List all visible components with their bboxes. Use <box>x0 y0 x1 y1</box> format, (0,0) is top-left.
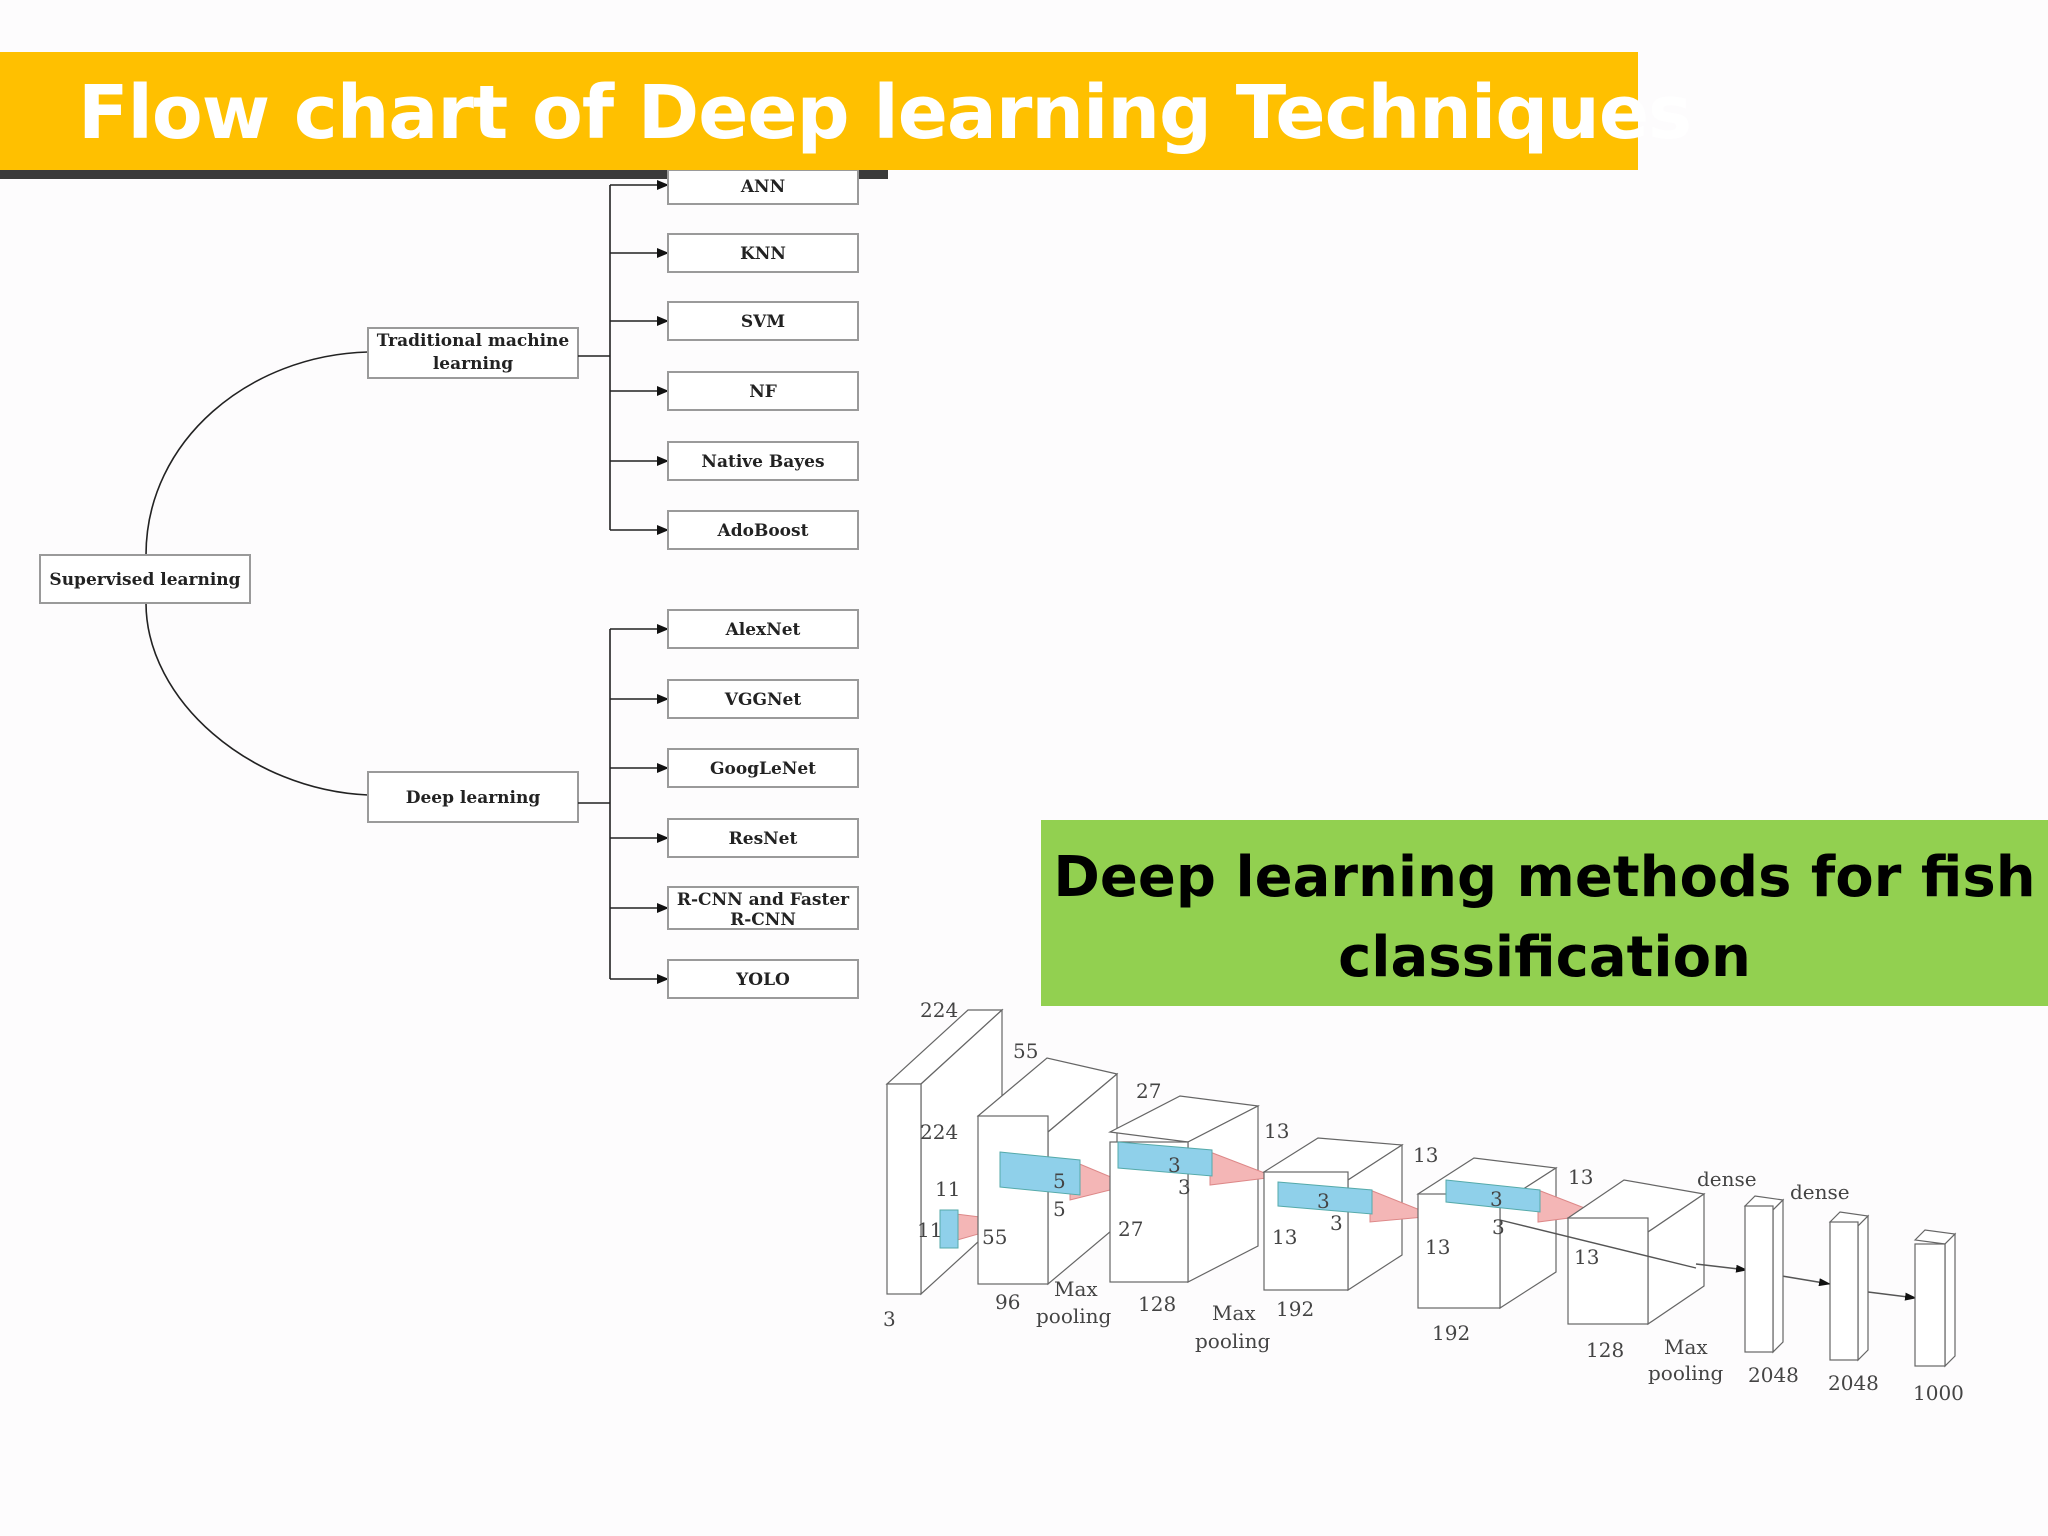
l4-a-label: 13 <box>1413 1143 1438 1167</box>
flowchart: Supervised learning Traditional machine … <box>39 170 859 999</box>
node-alexnet-label: AlexNet <box>725 620 801 640</box>
node-adoboost-label: AdoBoost <box>717 521 809 541</box>
input-height-label: 224 <box>920 998 958 1022</box>
dense1-label: dense <box>1697 1167 1757 1191</box>
branch-adoboost: AdoBoost <box>610 510 859 550</box>
l3-c-label: 192 <box>1276 1297 1314 1321</box>
node-traditional-ml-label-line2: learning <box>433 354 513 374</box>
node-nf-label: NF <box>749 382 777 402</box>
arrow-to-output <box>1867 1291 1917 1301</box>
branch-vggnet: VGGNet <box>610 679 859 719</box>
branch-rcnn: R-CNN and Faster R-CNN <box>610 886 859 930</box>
connector-root-traditional <box>145 351 369 556</box>
node-knn-label: KNN <box>740 244 786 264</box>
node-ann-label: ANN <box>740 177 785 197</box>
branch-yolo: YOLO <box>610 959 859 999</box>
l2-kernel-a-label: 3 <box>1168 1153 1181 1177</box>
l1-kernel-b-label: 5 <box>1053 1197 1066 1221</box>
pool1-label-line2: pooling <box>1036 1304 1112 1328</box>
branch-ann: ANN <box>610 170 859 205</box>
arrow-to-dense-2 <box>1781 1275 1831 1287</box>
l2-c-label: 128 <box>1138 1292 1176 1316</box>
pool2-label-line2: pooling <box>1195 1329 1271 1353</box>
dense-layer-1 <box>1743 1195 1785 1354</box>
input-width-label: 224 <box>920 1120 958 1144</box>
node-traditional-ml-label-line1: Traditional machine <box>377 331 570 351</box>
l3-kernel-a-label: 3 <box>1317 1189 1330 1213</box>
node-rcnn-label-line1: R-CNN and Faster <box>677 890 850 910</box>
branch-resnet: ResNet <box>610 818 859 858</box>
node-native-bayes-label: Native Bayes <box>701 452 824 472</box>
node-traditional-ml: Traditional machine learning <box>367 327 579 379</box>
output-size-label: 1000 <box>1913 1381 1964 1405</box>
pool1-label-line1: Max <box>1054 1277 1098 1301</box>
pool2-label-line1: Max <box>1212 1301 1256 1325</box>
node-svm-label: SVM <box>741 312 785 332</box>
node-resnet-label: ResNet <box>729 829 798 849</box>
l1-c-label: 96 <box>995 1290 1020 1314</box>
l4-kernel-a-label: 3 <box>1490 1187 1503 1211</box>
l4-c-label: 192 <box>1432 1321 1470 1345</box>
output-layer <box>1913 1229 1957 1368</box>
conv-layer-5 <box>1566 1179 1706 1326</box>
cnn-architecture-diagram: 224 224 3 11 11 55 55 96 5 5 Max pooling… <box>883 998 1964 1405</box>
l3-a-label: 13 <box>1264 1119 1289 1143</box>
l2-a-label: 27 <box>1136 1079 1161 1103</box>
conv-layer-2 <box>1108 1095 1276 1283</box>
l3-kernel-b-label: 3 <box>1330 1211 1343 1235</box>
subtitle-line2: classification <box>1338 925 1751 990</box>
dense1-size-label: 2048 <box>1748 1363 1799 1387</box>
node-googlenet-label: GoogLeNet <box>710 759 816 779</box>
node-deep-learning-label: Deep learning <box>406 788 541 808</box>
l2-kernel-b-label: 3 <box>1178 1175 1191 1199</box>
node-supervised-learning: Supervised learning <box>39 554 251 604</box>
l1-kernel-a-label: 5 <box>1053 1169 1066 1193</box>
kernel1-b-label: 11 <box>917 1218 942 1242</box>
connector-l4-l5 <box>1499 1219 1697 1269</box>
subtitle-line1: Deep learning methods for fish <box>1053 845 2036 910</box>
l4-b-label: 13 <box>1425 1235 1450 1259</box>
title-banner-shadow <box>0 170 888 179</box>
l1-b-label: 55 <box>982 1225 1007 1249</box>
dense2-label: dense <box>1790 1180 1850 1204</box>
subtitle-text: Deep learning methods for fish classific… <box>1041 838 2048 998</box>
l1-a-label: 55 <box>1013 1039 1038 1063</box>
l3-b-label: 13 <box>1272 1225 1297 1249</box>
node-deep-learning: Deep learning <box>367 771 579 823</box>
page-title: Flow chart of Deep learning Techniques <box>78 70 1692 156</box>
node-vggnet-label: VGGNet <box>724 690 802 710</box>
branch-native-bayes: Native Bayes <box>610 441 859 481</box>
branch-knn: KNN <box>610 233 859 273</box>
node-yolo-label: YOLO <box>735 970 790 990</box>
branch-alexnet: AlexNet <box>610 609 859 649</box>
l4-kernel-b-label: 3 <box>1492 1215 1505 1239</box>
input-channels-label: 3 <box>883 1307 896 1331</box>
kernel1-a-label: 11 <box>935 1177 960 1201</box>
dense-layer-2 <box>1828 1211 1870 1362</box>
conv-layer-1 <box>976 1057 1132 1286</box>
l5-c-label: 128 <box>1586 1338 1624 1362</box>
subtitle-banner: Deep learning methods for fish classific… <box>1041 820 2048 1006</box>
branch-nf: NF <box>610 371 859 411</box>
dense2-size-label: 2048 <box>1828 1371 1879 1395</box>
l5-b-label: 13 <box>1574 1245 1599 1269</box>
node-rcnn-label-line2: R-CNN <box>730 910 796 930</box>
title-banner <box>0 52 1638 170</box>
branch-googlenet: GoogLeNet <box>610 748 859 788</box>
node-supervised-learning-label: Supervised learning <box>49 570 240 590</box>
conv-layer-3 <box>1262 1137 1436 1292</box>
l5-a-label: 13 <box>1568 1165 1593 1189</box>
connector-root-deep <box>145 602 369 796</box>
branch-svm: SVM <box>610 301 859 341</box>
pool3-label-line2: pooling <box>1648 1361 1724 1385</box>
pool3-label-line1: Max <box>1664 1335 1708 1359</box>
arrow-to-dense-1 <box>1695 1263 1748 1273</box>
l2-b-label: 27 <box>1118 1217 1143 1241</box>
